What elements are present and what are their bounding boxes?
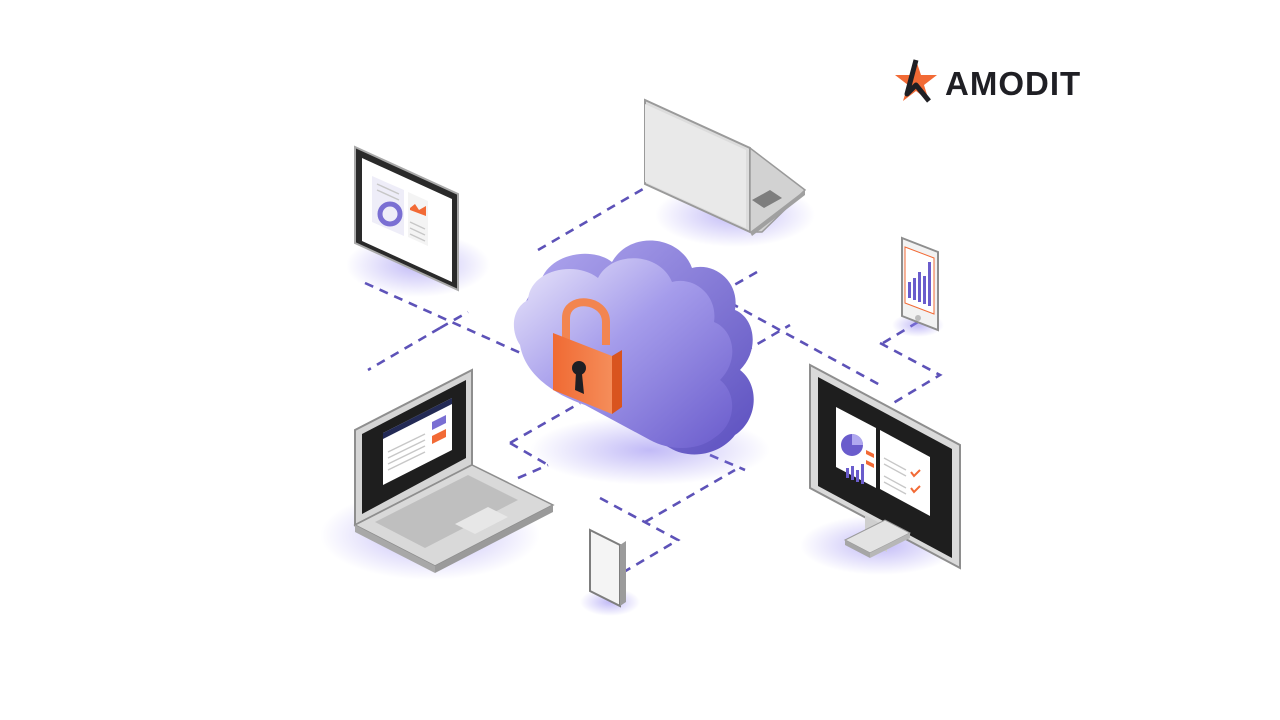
right-smartphone (901, 236, 939, 332)
tablet (354, 145, 459, 292)
desktop-monitor (809, 363, 961, 570)
line-bottom-phone (599, 496, 681, 575)
line-tablet-branch2 (439, 310, 469, 330)
brand-name: AMODIT (945, 65, 1082, 102)
star-arrow-logo-icon (893, 58, 939, 109)
top-laptop (644, 98, 807, 236)
bottom-smartphone (589, 528, 626, 608)
line-laptop-left (509, 401, 581, 445)
brand-logo[interactable]: AMODIT (893, 58, 1081, 109)
line-phone-top (879, 341, 943, 407)
left-laptop (353, 368, 555, 573)
cloud (513, 240, 754, 455)
line-bottom-right (644, 468, 736, 524)
line-tablet (364, 281, 526, 357)
padlock-icon (553, 298, 622, 414)
line-laptop-left3 (517, 463, 549, 480)
line-right-mid (729, 323, 791, 362)
line-tablet-branch (367, 326, 441, 372)
line-top-laptop (537, 180, 656, 252)
